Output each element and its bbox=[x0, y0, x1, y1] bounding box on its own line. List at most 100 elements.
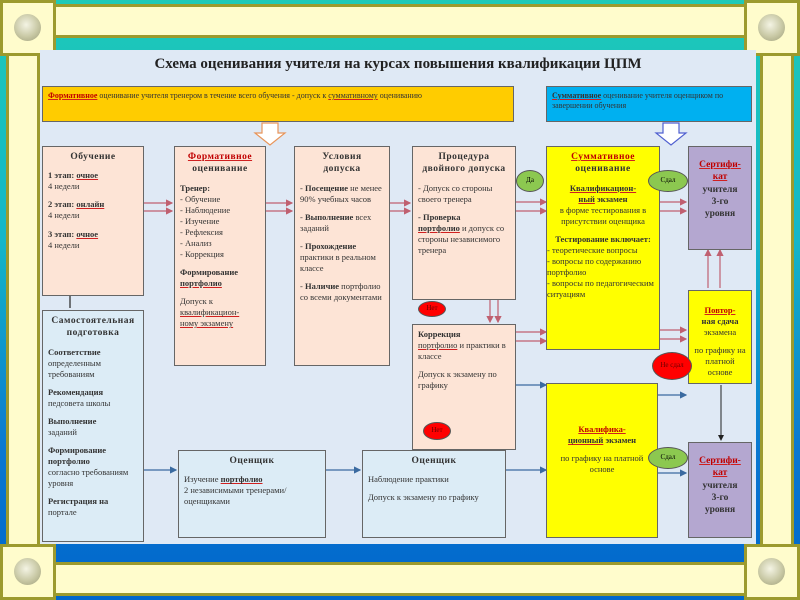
correction-title: Коррекция bbox=[418, 329, 461, 339]
self-prep-text: заданий bbox=[48, 426, 77, 437]
retake-title: ная сдача bbox=[701, 316, 739, 327]
formative-item: - Анализ bbox=[180, 237, 212, 248]
stage-label: 3 этап: bbox=[48, 228, 77, 239]
self-prep-text: портале bbox=[48, 507, 77, 518]
formative-item: - Рефлексия bbox=[180, 226, 223, 237]
conditions-title: Условия bbox=[322, 152, 362, 162]
assessor-title: Оценщик bbox=[229, 456, 275, 466]
certificate-title: Сертифи- bbox=[699, 456, 741, 466]
certificate-text: учителя bbox=[702, 184, 738, 195]
condition-text: не менее 90% учебных часов bbox=[300, 182, 382, 204]
admission-link: портфолио bbox=[418, 222, 460, 233]
stage-mode: очное bbox=[76, 228, 99, 239]
passed-badge: Сдал bbox=[648, 447, 688, 469]
admission-text: и допуск со стороны независимого тренера bbox=[418, 222, 505, 255]
exam-title-part: ный bbox=[578, 193, 595, 204]
condition-bold: Прохождение bbox=[304, 240, 357, 251]
retake-title: Повтор- bbox=[704, 305, 736, 315]
condition-item: - Прохождение практики в реальном классе bbox=[300, 240, 376, 273]
self-prep-box: Самостоятельная подготовка Соответствие … bbox=[42, 310, 144, 542]
banner-bold: Суммативное bbox=[552, 91, 602, 100]
self-prep-title: Самостоятельная bbox=[51, 316, 135, 326]
condition-item: - Наличие портфолио со всеми документами bbox=[300, 281, 382, 303]
self-prep-bold: Соответствие bbox=[48, 346, 101, 357]
self-prep-bold: Регистрация на bbox=[48, 496, 109, 507]
certificate-text: 3-го bbox=[711, 493, 729, 504]
certificate-title: Сертифи- bbox=[699, 160, 741, 170]
self-prep-bold: Рекомендация bbox=[48, 386, 104, 397]
testing-item: - вопросы по педагогическим ситуациям bbox=[547, 278, 654, 300]
condition-text: портфолио со всеми документами bbox=[300, 281, 382, 303]
admission-label: квалификацион- bbox=[180, 307, 240, 318]
frame-corner-tl bbox=[0, 0, 56, 56]
admission-bold: - Проверка bbox=[418, 211, 461, 222]
diagram-title: Схема оценивания учителя на курсах повыш… bbox=[154, 56, 642, 72]
double-admission-title: двойного допуска bbox=[422, 164, 506, 175]
knob-icon bbox=[758, 558, 785, 585]
assessor-title: Оценщик bbox=[411, 456, 457, 466]
formative-item: - Обучение bbox=[180, 193, 221, 204]
banner-tail: оцениванию bbox=[377, 91, 422, 100]
stage-duration: 4 недели bbox=[48, 239, 80, 250]
qual-exam-title: ционный экзамен bbox=[552, 435, 652, 446]
qual-exam-text: по графику на платной основе bbox=[560, 453, 644, 475]
stage-label: 1 этап: bbox=[48, 170, 77, 181]
stage-mode: очное bbox=[76, 170, 99, 181]
exam-title-part: экзамен bbox=[594, 193, 628, 204]
testing-item: - вопросы по содержанию портфолио bbox=[547, 255, 642, 278]
portfolio-label: портфолио bbox=[180, 278, 222, 289]
qual-exam-title-part: экзамен bbox=[603, 435, 637, 446]
correction-link: портфолио bbox=[418, 340, 458, 351]
certificate-box-top: Сертифи- кат учителя 3-го уровня bbox=[688, 146, 752, 250]
frame-left-bar bbox=[6, 52, 40, 548]
condition-item: - Выполнение всех заданий bbox=[300, 211, 372, 233]
condition-bold: Посещение bbox=[304, 182, 348, 193]
formative-item: - Коррекция bbox=[180, 248, 224, 259]
certificate-title: кат bbox=[712, 468, 728, 479]
formative-title: Формативное bbox=[187, 152, 253, 162]
self-prep-bold: Выполнение bbox=[48, 415, 97, 426]
knob-icon bbox=[14, 14, 41, 41]
self-prep-title: подготовка bbox=[66, 328, 120, 339]
frame-bottom-bar bbox=[52, 562, 748, 596]
assessor-link: портфолио bbox=[220, 474, 263, 485]
stage-mode: онлайн bbox=[76, 199, 105, 210]
summative-title: оценивание bbox=[575, 164, 631, 175]
correction-admission: Допуск к экзамену по графику bbox=[418, 369, 497, 391]
formative-item: - Изучение bbox=[180, 215, 220, 226]
stage-duration: 4 недели bbox=[48, 210, 80, 221]
frame-top-bar bbox=[52, 4, 748, 38]
certificate-text: уровня bbox=[704, 505, 736, 516]
condition-item: - Посещение не менее 90% учебных часов bbox=[300, 182, 382, 204]
frame-corner-tr bbox=[744, 0, 800, 56]
stage-duration: 4 недели bbox=[48, 181, 80, 192]
connector-arrows bbox=[69, 122, 724, 477]
correction-desc: и практики в классе bbox=[418, 340, 506, 362]
assessor-text: Допуск к экзамену по графику bbox=[368, 492, 479, 503]
admission-item: - Допуск со стороны своего тренера bbox=[418, 182, 493, 204]
summative-banner: Суммативное оценивание учителя оценщиком… bbox=[546, 86, 752, 122]
assessor-box-1: Оценщик Изучение портфолио 2 независимым… bbox=[178, 450, 326, 538]
summative-title: Суммативное bbox=[571, 152, 635, 162]
conditions-title: допуска bbox=[323, 164, 361, 175]
trainer-label: Тренер: bbox=[180, 182, 211, 193]
assessor-text: Изучение bbox=[184, 474, 221, 485]
not-passed-badge: Не сдал bbox=[652, 352, 692, 380]
qual-exam-box: Квалифика- ционный экзамен по графику на… bbox=[546, 383, 658, 538]
certificate-title: кат bbox=[712, 172, 728, 183]
portfolio-label: Формирование bbox=[180, 267, 239, 278]
assessor-box-2: Оценщик Наблюдение практики Допуск к экз… bbox=[362, 450, 506, 538]
testing-title: Тестирование включает: bbox=[555, 233, 651, 244]
summative-box: Суммативное оценивание Квалификацион- ны… bbox=[546, 146, 660, 350]
self-prep-text: педсовета школы bbox=[48, 397, 111, 408]
assessor-text: Наблюдение практики bbox=[368, 474, 449, 485]
certificate-text: учителя bbox=[702, 480, 738, 491]
correction-text: портфолио и практики в классе bbox=[418, 340, 510, 362]
self-prep-text: согласно требованиям уровня bbox=[48, 467, 129, 489]
exam-title: Квалификацион- bbox=[569, 182, 637, 193]
yes-badge: Да bbox=[516, 170, 544, 192]
condition-text: практики в реальном классе bbox=[300, 251, 376, 273]
